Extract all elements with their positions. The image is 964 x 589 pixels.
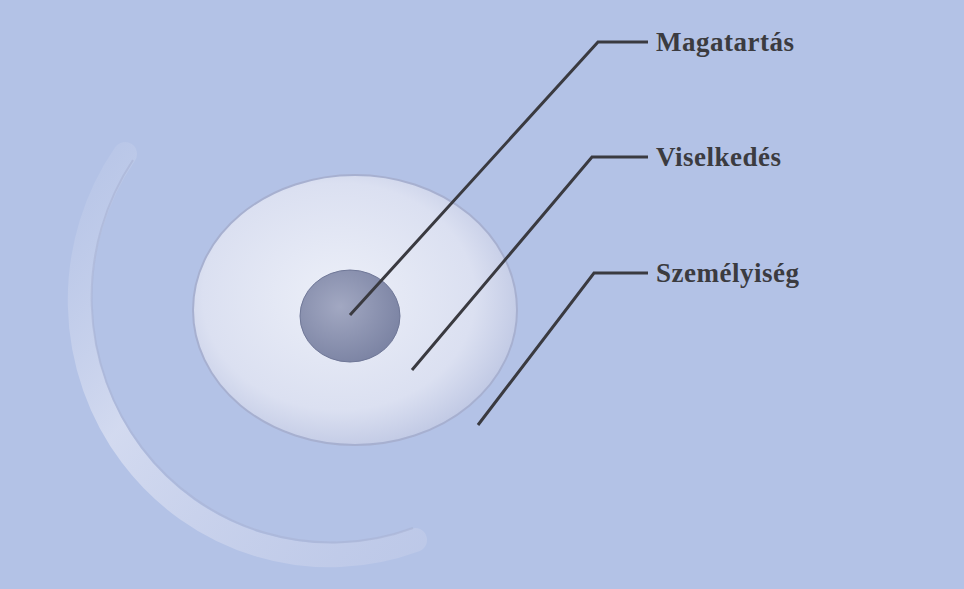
part-label: Viselkedés [656,144,782,171]
part-label: Magatartás [656,29,794,56]
leader-line [478,273,648,425]
part-label: Személyiség [656,260,799,287]
leader-line [412,157,648,370]
core-ellipse [300,270,400,362]
